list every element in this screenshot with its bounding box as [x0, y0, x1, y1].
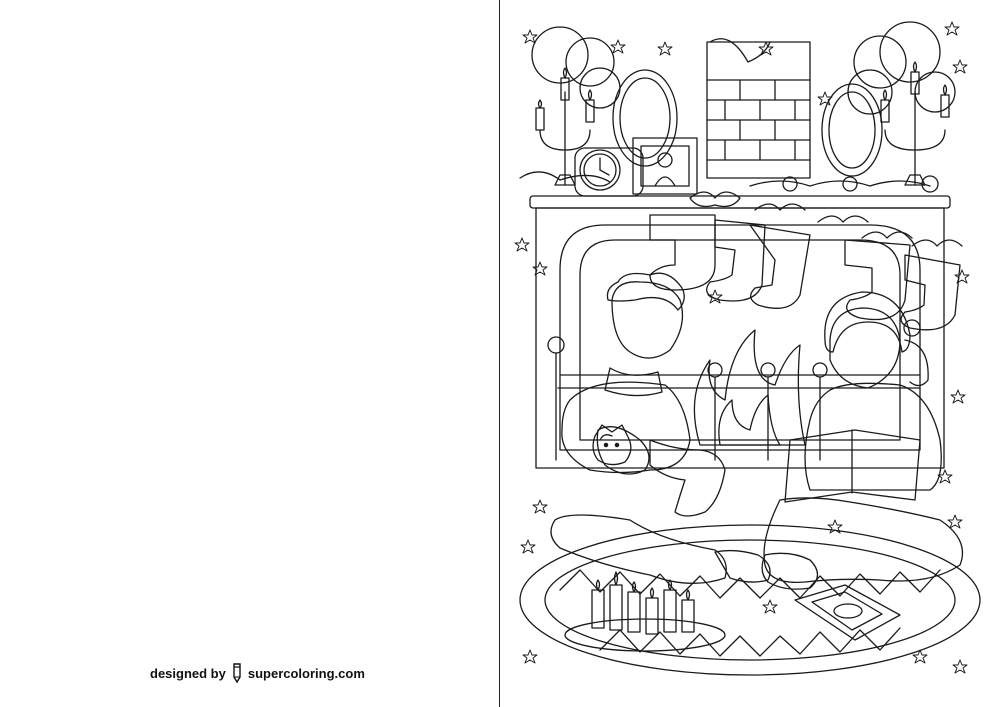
round-rug [519, 524, 981, 676]
floor-cushion [794, 584, 901, 641]
card-front-panel [500, 0, 1000, 707]
fireplace [529, 195, 951, 469]
cat-figure [592, 424, 632, 466]
fire-guard [547, 336, 828, 461]
card-inside-blank-panel: designed by supercoloring.com [0, 0, 499, 707]
boy-figure [550, 272, 771, 584]
floor-candles [564, 571, 726, 652]
credit-site-text: supercoloring.com [247, 665, 365, 681]
fold-line [499, 0, 500, 707]
girl-figure [761, 291, 964, 590]
pencil-icon [230, 662, 244, 684]
mantel-garland [519, 171, 939, 193]
star-decorations [514, 21, 970, 674]
fire-flames [693, 329, 806, 446]
candelabra-right [880, 61, 950, 186]
wall-mirrors [612, 69, 883, 177]
picture-frame [632, 137, 698, 195]
candelabra-left [535, 67, 595, 186]
credit-designed-by-text: designed by [150, 665, 226, 681]
christmas-stockings [649, 191, 963, 331]
chimney-bricks [706, 38, 811, 179]
christmas-fireplace-illustration [514, 21, 981, 676]
credit-line[interactable]: designed by supercoloring.com [150, 662, 365, 684]
